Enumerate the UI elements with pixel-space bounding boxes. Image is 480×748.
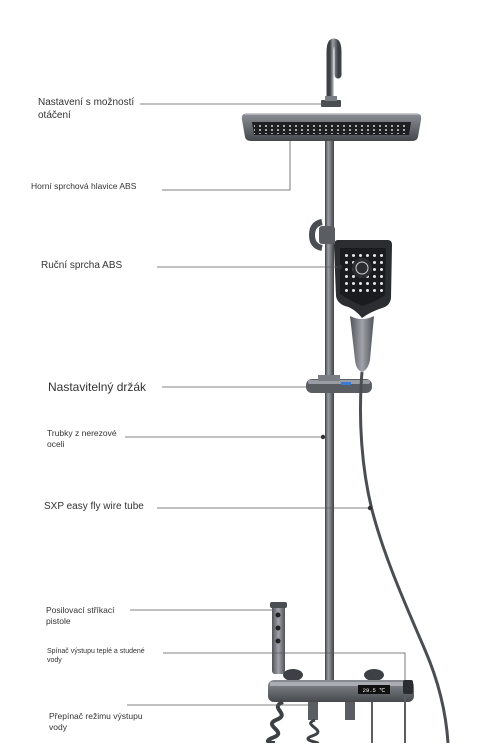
leader-dots [320,264,373,511]
label-pipes: Trubky z nerezové oceli [47,428,117,449]
adjustable-holder [306,375,372,393]
swivel-arm [321,38,342,107]
temperature-display: 29.5 ℃ [363,687,387,694]
label-spray-gun: Posilovací stříkací pistole [46,605,115,626]
label-top-head: Horní sprchová hlavice ABS [31,181,137,191]
leader-top-head [162,141,291,191]
label-swivel: Nastavení s možností otáčení [38,97,135,121]
label-mode-switch: Přepínač režimu výstupu vody [49,711,143,732]
lower-outlets [266,696,406,745]
label-temp-switch: Spínač výstupu teplé a studené vody [47,648,145,664]
flexible-hose [358,371,450,744]
main-pipe [325,141,334,683]
hand-shower-bracket [308,219,335,251]
label-hose: SXP easy fly wire tube [44,501,144,512]
leader-lines [125,103,406,706]
label-hand-shower: Ruční sprcha ABS [41,260,123,271]
leader-temp-switch [163,652,406,680]
mixer-valve: 29.5 ℃ [268,669,414,702]
top-shower-head [241,113,422,141]
spray-gun [270,602,287,674]
label-holder: Nastavitelný držák [48,380,147,394]
hand-shower [334,240,392,372]
